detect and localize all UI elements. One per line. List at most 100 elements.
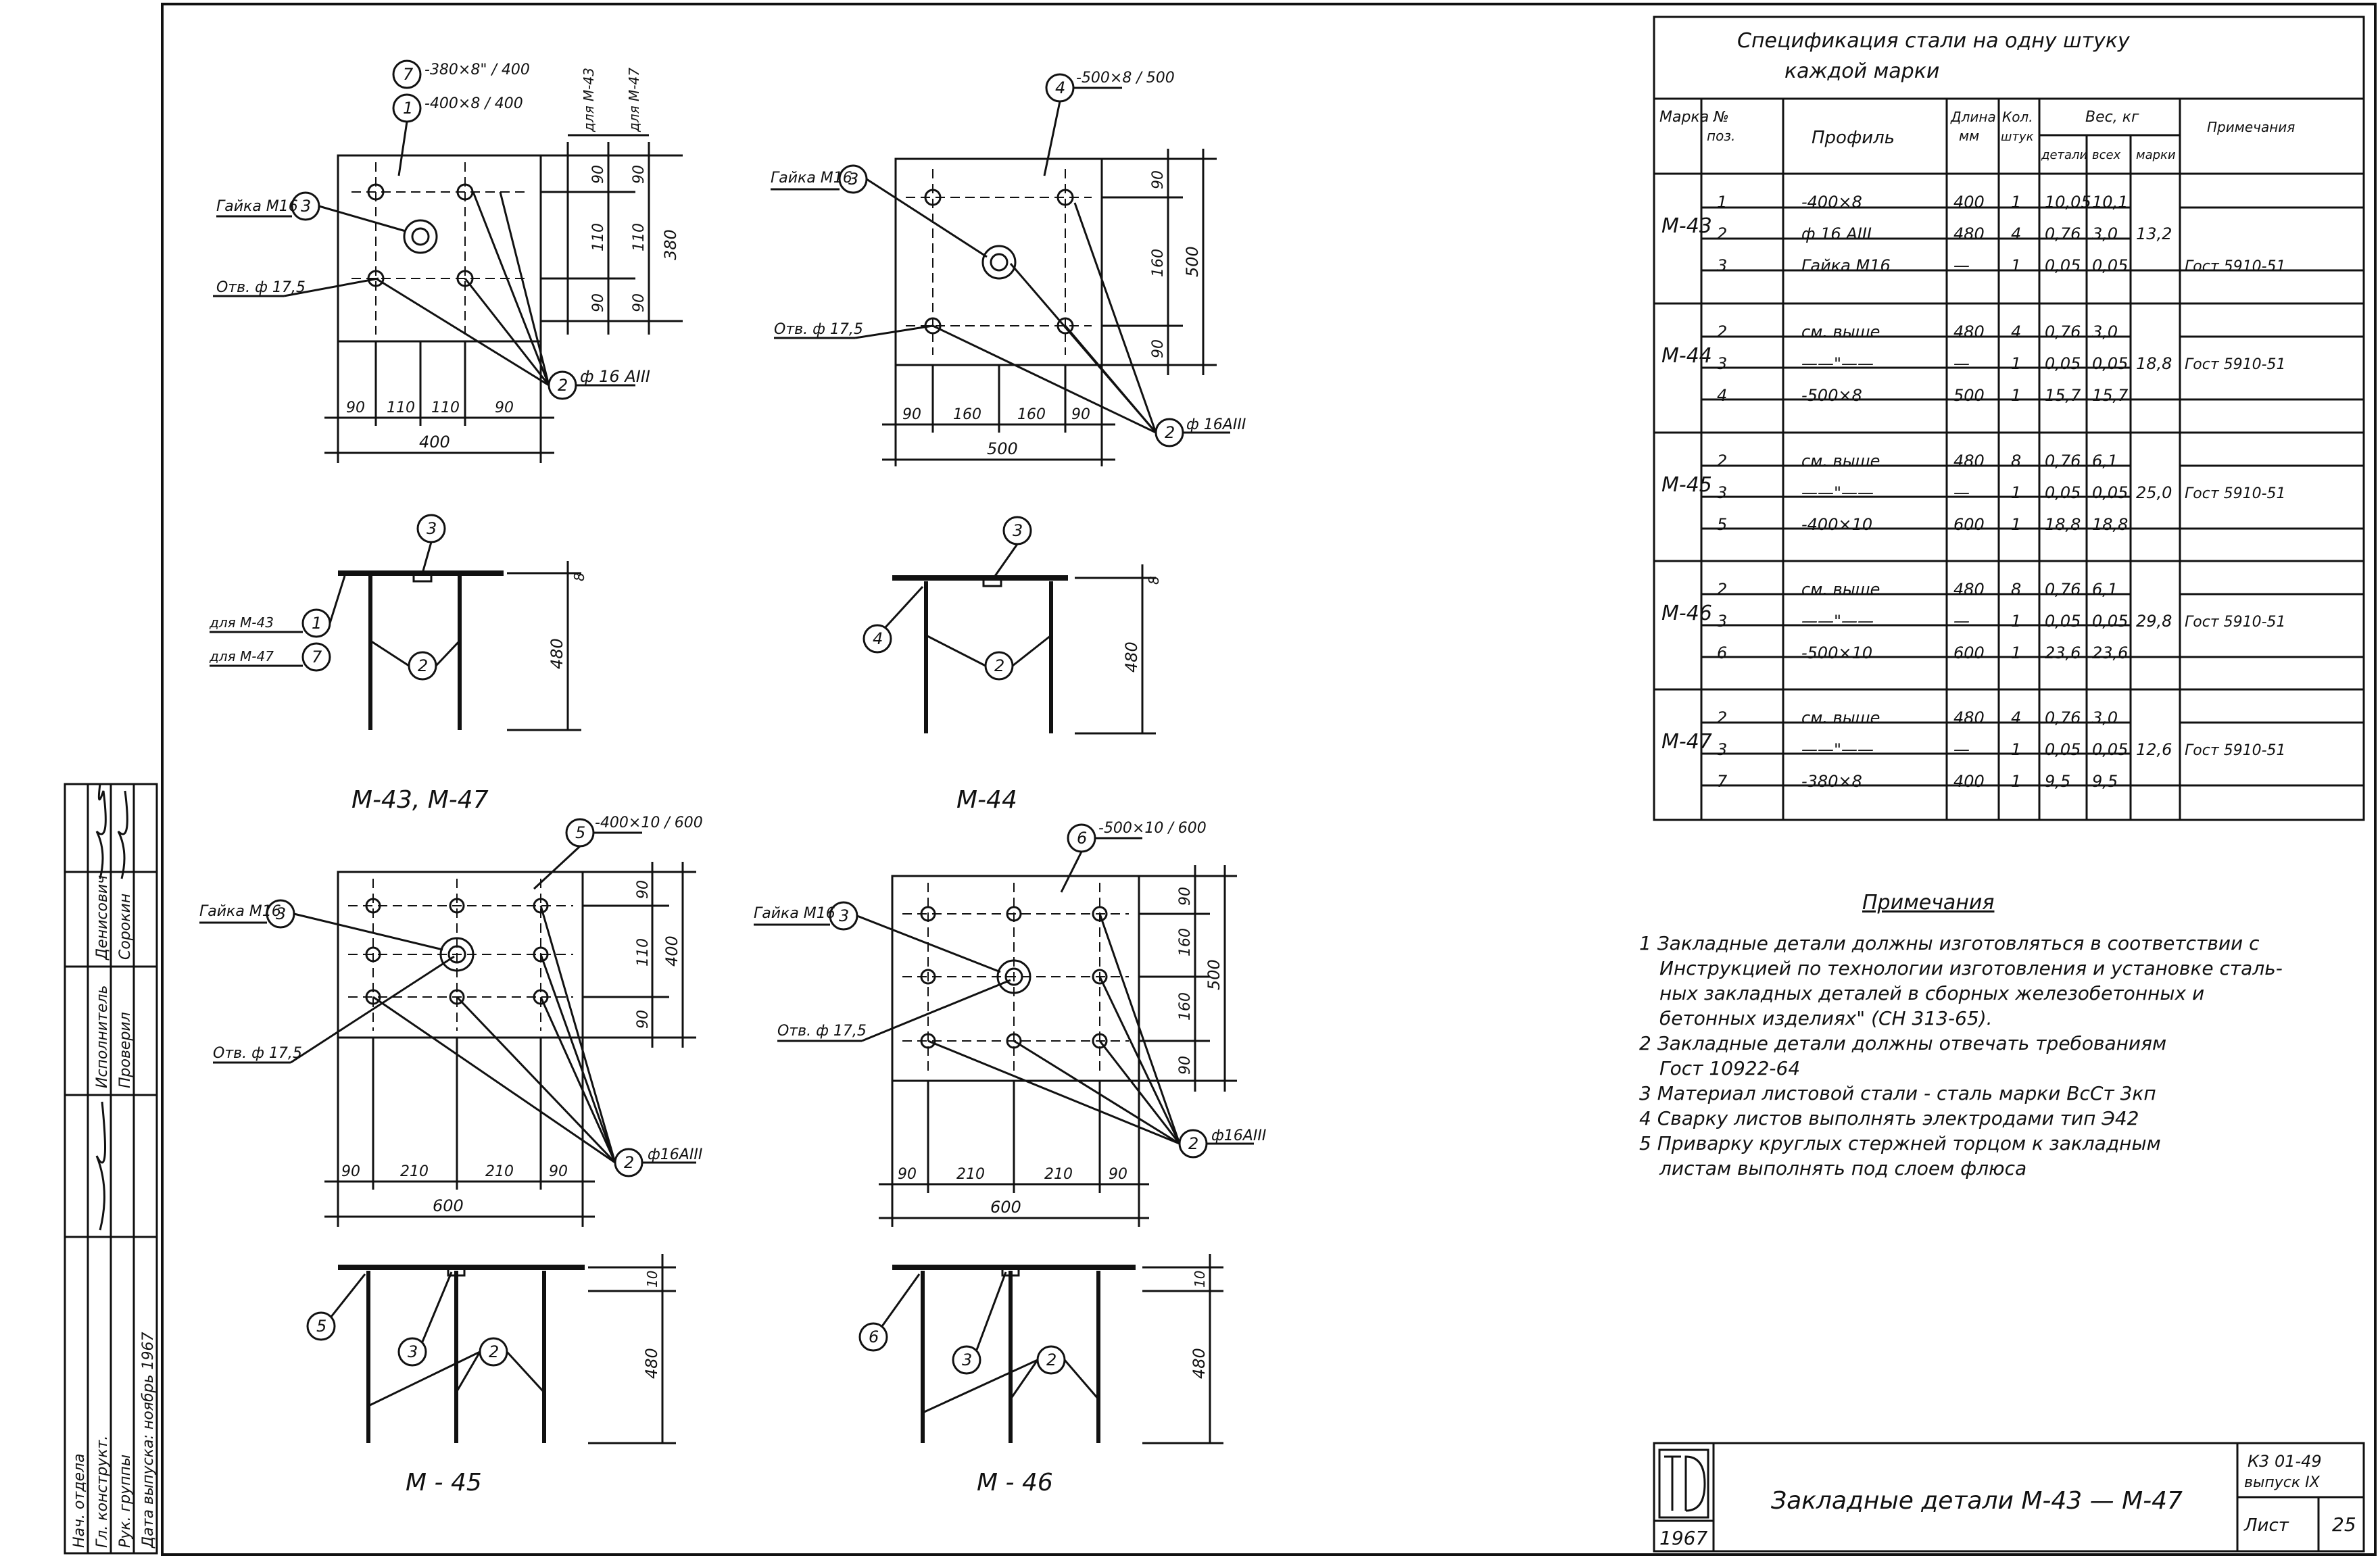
spec-mark-total: 13,2 <box>2136 224 2172 243</box>
spec-cell-w-part: 0,76 <box>2045 224 2081 243</box>
spec-cell-w-part: 0,76 <box>2045 708 2081 727</box>
spec-cell-length: 480 <box>1953 322 1985 341</box>
svg-text:90: 90 <box>495 399 514 416</box>
svg-text:Профиль: Профиль <box>1812 128 1895 148</box>
spec-cell-qty: 1 <box>2011 354 2021 373</box>
svg-text:4: 4 <box>873 629 883 648</box>
svg-text:3: 3 <box>839 906 849 925</box>
spec-cell-profile: -500×8 <box>1801 386 1862 405</box>
svg-text:детали: детали <box>2041 148 2088 162</box>
spec-cell-qty: 1 <box>2011 483 2021 502</box>
svg-text:380: 380 <box>661 229 680 260</box>
svg-text:90: 90 <box>631 293 648 312</box>
spec-cell-profile: -500×10 <box>1801 643 1872 662</box>
svg-text:7: 7 <box>403 65 414 84</box>
spec-cell-length: 400 <box>1953 772 1985 791</box>
sheet-frame <box>161 3 2377 1556</box>
stamp-signature-1 <box>95 783 128 1231</box>
spec-cell-pos: 1 <box>1717 193 1727 212</box>
drawing-m43-plan <box>213 59 683 463</box>
spec-cell-w-part: 23,6 <box>2045 643 2081 662</box>
svg-text:10: 10 <box>644 1271 660 1288</box>
svg-text:3: 3 <box>427 519 437 538</box>
svg-text:3: 3 <box>1013 521 1023 540</box>
nut-mark <box>403 219 438 254</box>
bar-marks <box>367 183 474 287</box>
spec-cell-profile: ——"—— <box>1801 483 1874 502</box>
drawing-m44-plan <box>771 73 1230 466</box>
svg-text:2: 2 <box>1046 1350 1057 1369</box>
spec-cell-w-all: 0,05 <box>2092 483 2128 502</box>
spec-cell-w-all: 3,0 <box>2092 708 2118 727</box>
svg-text:8: 8 <box>1146 576 1162 585</box>
svg-text:90: 90 <box>590 293 607 312</box>
spec-cell-profile: см. выше <box>1801 452 1880 470</box>
spec-cell-length: 600 <box>1953 643 1985 662</box>
spec-mark: М-44 <box>1661 344 1712 368</box>
spec-cell-length: 400 <box>1953 193 1985 212</box>
spec-cell-length: 480 <box>1953 452 1985 470</box>
svg-text:Примечания: Примечания <box>2207 119 2295 135</box>
stamp-line-3: Рук. группы <box>117 1455 134 1548</box>
svg-text:160: 160 <box>1177 992 1194 1021</box>
svg-text:Кол.: Кол. <box>2002 109 2033 125</box>
svg-text:листам выполнять под слоем флю: листам выполнять под слоем флюса <box>1659 1157 2026 1179</box>
svg-text:бетонных изделиях" (СН 313-65): бетонных изделиях" (СН 313-65). <box>1659 1007 1993 1029</box>
sheet-number: 25 <box>2332 1513 2356 1536</box>
svg-text:90: 90 <box>631 165 648 184</box>
spec-title-2: каждой марки <box>1784 59 1939 83</box>
spec-cell-profile: -400×8 <box>1801 193 1862 212</box>
spec-cell-pos: 3 <box>1717 354 1727 373</box>
spec-cell-profile: ——"—— <box>1801 612 1874 631</box>
spec-cell-w-part: 0,05 <box>2045 612 2081 631</box>
spec-cell-pos: 6 <box>1717 643 1727 662</box>
svg-text:4 Сварку листов выполнять эле: 4 Сварку листов выполнять электродами ти… <box>1639 1107 2139 1129</box>
spec-title-1: Спецификация стали на одну штуку <box>1737 29 2131 53</box>
spec-cell-profile: -380×8 <box>1801 772 1862 791</box>
callout-1-dim: -400×8 / 400 <box>424 95 523 112</box>
svg-text:2: 2 <box>489 1342 499 1361</box>
svg-text:3: 3 <box>301 197 311 216</box>
spec-cell-qty: 1 <box>2011 386 2021 405</box>
svg-text:Инструкцией по технологии изго: Инструкцией по технологии изготовления и… <box>1659 957 2283 979</box>
spec-mark-total: 18,8 <box>2136 354 2172 373</box>
m44-section-labels: 3 4 2 8 480 М-44 <box>873 521 1162 814</box>
svg-text:ных закладных деталей в сборны: ных закладных деталей в сборных железобе… <box>1659 982 2204 1004</box>
spec-cell-qty: 4 <box>2011 708 2021 727</box>
svg-text:6: 6 <box>1077 829 1087 848</box>
spec-cell-pos: 3 <box>1717 256 1727 275</box>
svg-text:1 Закладные детали должны изг: 1 Закладные детали должны изготовляться … <box>1639 932 2260 954</box>
drawing-m46-section <box>858 1254 1223 1444</box>
svg-text:всех: всех <box>2092 148 2121 162</box>
spec-row-lines <box>1701 206 2364 787</box>
spec-cell-length: 480 <box>1953 708 1985 727</box>
svg-text:для М-47: для М-47 <box>209 648 274 664</box>
spec-cell-w-all: 6,1 <box>2092 580 2118 599</box>
svg-text:500: 500 <box>1205 959 1223 990</box>
svg-text:480: 480 <box>642 1348 661 1379</box>
stamp-line-4: Дата выпуска: ноябрь 1967 <box>140 1332 157 1549</box>
spec-cell-w-all: 10,1 <box>2092 193 2128 212</box>
svg-text:5: 5 <box>575 823 585 842</box>
spec-cell-profile: Гайка М16 <box>1801 256 1891 275</box>
spec-cell-w-all: 3,0 <box>2092 322 2118 341</box>
svg-text:1: 1 <box>312 614 322 633</box>
sheet-label: Лист <box>2243 1515 2289 1536</box>
svg-text:400: 400 <box>662 935 681 967</box>
svg-text:Отв. ф 17,5: Отв. ф 17,5 <box>213 1045 302 1062</box>
spec-cell-w-all: 18,8 <box>2092 515 2128 534</box>
stamp-name-2: Сорокин <box>117 894 134 960</box>
title-year: 1967 <box>1659 1527 1707 1549</box>
notes-title: Примечания <box>1862 891 1994 915</box>
m45-section-labels: 5 3 2 10 480 М - 45 <box>316 1271 661 1496</box>
spec-cell-pos: 3 <box>1717 483 1727 502</box>
svg-text:№: № <box>1713 109 1729 126</box>
svg-text:5: 5 <box>316 1317 326 1336</box>
spec-cell-note: Гост 5910-51 <box>2185 614 2286 631</box>
side-stamp: Нач. отдела Гл. конструкт. Рук. группы Д… <box>64 783 158 1555</box>
svg-text:штук: штук <box>2001 130 2034 144</box>
spec-mark: М-45 <box>1661 473 1712 497</box>
callout-6-dim: -500×10 / 600 <box>1098 820 1207 837</box>
spec-cell-note: Гост 5910-51 <box>2185 485 2286 502</box>
svg-text:Длина: Длина <box>1950 109 1996 125</box>
